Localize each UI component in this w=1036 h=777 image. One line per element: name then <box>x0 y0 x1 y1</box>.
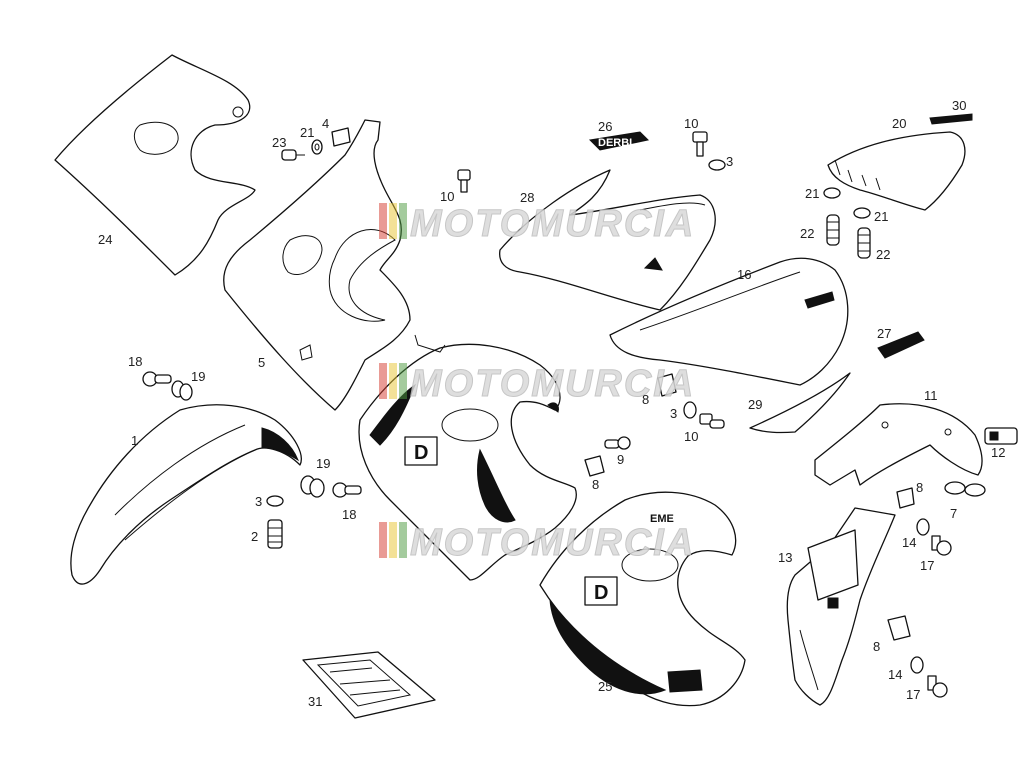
label-4: 4 <box>322 116 329 131</box>
hardware-3-washer-top <box>708 159 726 171</box>
label-13: 13 <box>778 550 792 565</box>
label-31: 31 <box>308 694 322 709</box>
decal-26-text: DERBI <box>598 137 632 149</box>
part-13-rear-mudguard <box>786 507 896 706</box>
label-14b: 14 <box>888 667 902 682</box>
label-19b: 19 <box>316 456 330 471</box>
hardware-18-bolt-a <box>142 371 172 387</box>
hardware-22-grommet-a <box>826 214 840 246</box>
label-21b: 21 <box>805 186 819 201</box>
part-25-fairing-lower: D EME <box>539 491 746 707</box>
label-8b: 8 <box>916 480 923 495</box>
hardware-22-grommet-b <box>857 227 871 259</box>
label-29: 29 <box>748 397 762 412</box>
hardware-14-washer-a <box>916 518 930 536</box>
label-27: 27 <box>877 326 891 341</box>
label-17b: 17 <box>906 687 920 702</box>
hardware-7-washers <box>944 481 986 497</box>
hardware-8-clip-mid <box>657 373 677 397</box>
hardware-8-clip-right <box>896 487 915 509</box>
watermark-text-2: MOTOMURCIA <box>410 363 695 405</box>
label-9: 9 <box>617 452 624 467</box>
label-8c: 8 <box>873 639 880 654</box>
decal-model-text: EME <box>650 513 674 525</box>
label-10b: 10 <box>684 116 698 131</box>
label-25: 25 <box>598 679 612 694</box>
label-3a: 3 <box>726 154 733 169</box>
watermark-text-3: MOTOMURCIA <box>410 522 695 564</box>
label-18a: 18 <box>128 354 142 369</box>
decal-29 <box>749 372 851 434</box>
decal-30 <box>929 113 973 125</box>
hardware-10-bolt-mid <box>699 413 725 429</box>
decal-27 <box>877 331 925 359</box>
label-18b: 18 <box>342 507 356 522</box>
label-3c: 3 <box>255 494 262 509</box>
watermark-text-1: MOTOMURCIA <box>410 203 695 245</box>
hardware-21-washer-right-b <box>853 207 871 219</box>
label-11: 11 <box>924 388 938 403</box>
hardware-8-clip-center <box>584 455 605 477</box>
label-30: 30 <box>952 98 966 113</box>
hardware-9-bolt <box>604 436 631 450</box>
part-28-side-panel <box>499 169 716 311</box>
part-31-decal-sheet <box>302 651 436 719</box>
label-26: 26 <box>598 119 612 134</box>
hardware-10-bolt-top <box>692 131 708 157</box>
hardware-14-washer-b <box>910 656 924 674</box>
label-28: 28 <box>520 190 534 205</box>
label-8a: 8 <box>642 392 649 407</box>
hardware-18-bolt-b <box>332 482 362 498</box>
hardware-3-washer-mid <box>683 401 697 419</box>
hardware-19-washers-a <box>171 380 193 401</box>
part-11-rear-fender-bracket <box>814 403 983 486</box>
hardware-10-bolt-left <box>457 169 471 193</box>
label-17a: 17 <box>920 558 934 573</box>
hardware-21-washer-right-a <box>823 187 841 199</box>
label-10c: 10 <box>684 429 698 444</box>
label-3b: 3 <box>670 406 677 421</box>
label-1: 1 <box>131 433 138 448</box>
watermark-2: MOTOMURCIA <box>379 363 695 406</box>
decal-letter-lower: D <box>594 582 608 604</box>
part-5-frame-cover <box>223 119 411 411</box>
part-24-side-panel <box>54 54 256 276</box>
label-12: 12 <box>991 445 1005 460</box>
decal-26: DERBI <box>588 131 650 151</box>
hardware-8-clip-lower <box>887 615 911 641</box>
label-21c: 21 <box>874 209 888 224</box>
label-5: 5 <box>258 355 265 370</box>
label-10a: 10 <box>440 189 454 204</box>
label-14a: 14 <box>902 535 916 550</box>
label-7: 7 <box>950 506 957 521</box>
part-1-front-fender <box>70 404 302 585</box>
hardware-17-screw-b <box>927 675 948 698</box>
hardware-17-screw-a <box>931 535 952 556</box>
hardware-3-washer-low <box>266 495 284 507</box>
label-2: 2 <box>251 529 258 544</box>
label-19a: 19 <box>191 369 205 384</box>
part-12-reflector <box>984 427 1018 445</box>
part-fairing-upper: D <box>358 334 577 581</box>
watermark-1: MOTOMURCIA <box>379 203 695 246</box>
watermark-3: MOTOMURCIA <box>379 522 695 565</box>
label-24: 24 <box>98 232 112 247</box>
hardware-19-washers-b <box>300 475 325 498</box>
label-23: 23 <box>272 135 286 150</box>
part-labels: 24 23 21 4 5 10 28 26 10 3 30 20 21 21 2… <box>98 98 1005 709</box>
decal-letter-upper: D <box>414 442 428 464</box>
part-16-side-cover <box>609 257 849 386</box>
hardware-23-screw <box>281 149 305 161</box>
label-20: 20 <box>892 116 906 131</box>
hardware-21-washer <box>311 139 323 155</box>
label-16: 16 <box>737 267 751 282</box>
label-21a: 21 <box>300 125 314 140</box>
label-22a: 22 <box>800 226 814 241</box>
hardware-2-screw <box>267 519 283 549</box>
label-8d: 8 <box>592 477 599 492</box>
label-22b: 22 <box>876 247 890 262</box>
hardware-4-clip <box>331 127 351 147</box>
part-20-tail-cover <box>827 131 966 211</box>
